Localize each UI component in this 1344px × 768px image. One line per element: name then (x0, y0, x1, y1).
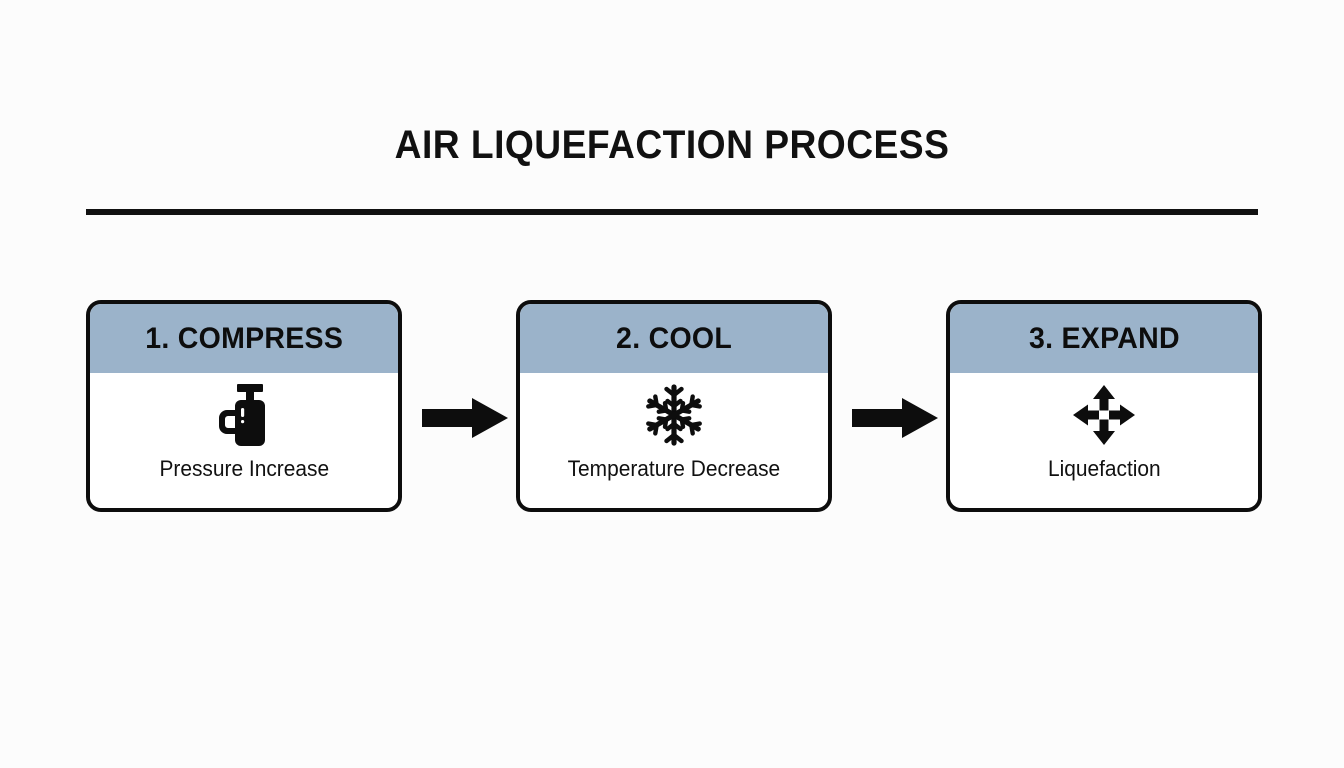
step-body-compress: Pressure Increase (90, 373, 398, 508)
step-caption-label: Temperature Decrease (567, 456, 781, 481)
process-step-card-expand[interactable]: 3. EXPAND (946, 300, 1262, 512)
step-caption-label: Liquefaction (1047, 456, 1161, 481)
step-header-label: 1. COMPRESS (145, 321, 343, 355)
arrow-right-icon-1 (422, 396, 508, 440)
step-header-cool: 2. COOL (520, 304, 828, 373)
step-body-cool: Temperature Decrease (520, 373, 828, 508)
title-divider-rule (86, 209, 1258, 215)
step-caption-label: Pressure Increase (159, 456, 329, 481)
step-header-compress: 1. COMPRESS (90, 304, 398, 373)
step-body-expand: Liquefaction (950, 373, 1258, 508)
process-step-card-compress[interactable]: 1. COMPRESS (86, 300, 402, 512)
step-header-label: 2. COOL (615, 321, 733, 355)
gas-cylinder-icon (211, 382, 277, 448)
arrow-right-icon-2 (852, 396, 938, 440)
title-block: AIR LIQUEFACTION PROCESS (0, 123, 1344, 215)
snowflake-icon (641, 382, 707, 448)
expand-arrows-icon (1071, 382, 1137, 448)
process-step-card-cool[interactable]: 2. COOL (516, 300, 832, 512)
page-title: AIR LIQUEFACTION PROCESS (394, 123, 950, 167)
step-header-label: 3. EXPAND (1028, 321, 1180, 355)
process-steps-row: 1. COMPRESS (86, 300, 1262, 512)
step-header-expand: 3. EXPAND (950, 304, 1258, 373)
